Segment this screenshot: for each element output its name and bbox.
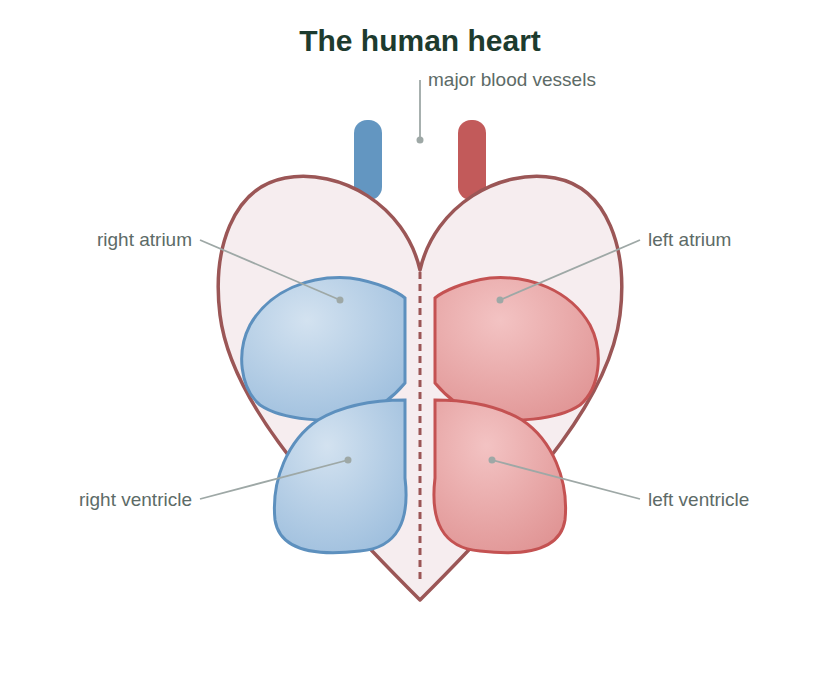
leader-line [419, 80, 421, 140]
leader-dot [345, 457, 352, 464]
right-atrium-shape [242, 278, 405, 420]
part-label: right atrium [97, 230, 192, 249]
leader-dot [417, 137, 424, 144]
septum-line [419, 272, 422, 582]
part-label: major blood vessels [428, 70, 596, 89]
part-label: left ventricle [648, 490, 749, 509]
left-ventricle-shape [434, 400, 566, 553]
right-ventricle-shape [274, 400, 406, 553]
leader-dot [337, 297, 344, 304]
heart-outline [218, 176, 621, 600]
leader-lines [200, 80, 640, 499]
leader-line [200, 460, 348, 499]
part-label: right ventricle [79, 490, 192, 509]
left-chambers [434, 278, 598, 553]
part-label: left atrium [648, 230, 731, 249]
artery-vessel [458, 120, 486, 200]
diagram-title: The human heart [299, 26, 541, 56]
leader-dot [497, 297, 504, 304]
leader-dot [489, 457, 496, 464]
leader-line [500, 240, 640, 300]
right-chambers [242, 278, 406, 553]
vein-vessel [354, 120, 382, 200]
leader-line [492, 460, 640, 499]
leader-line [200, 240, 340, 300]
left-atrium-shape [435, 278, 598, 420]
